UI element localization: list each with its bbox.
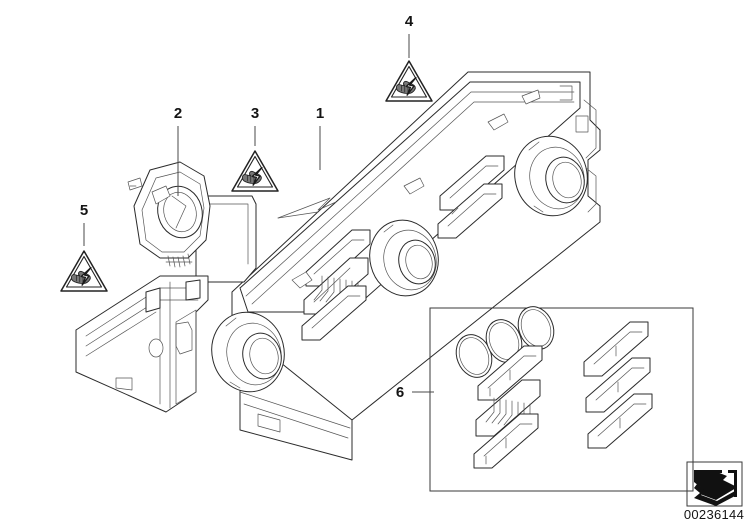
esd-warning-triangle-4 <box>386 61 432 101</box>
callout-numbers: 1 2 3 4 5 6 <box>80 13 414 401</box>
esd-warning-triangle-3 <box>232 151 278 191</box>
esd-warning-triangle-5 <box>61 251 107 291</box>
button-caps-left <box>473 345 543 469</box>
callout-number-2: 2 <box>174 105 182 122</box>
button-cluster-right <box>437 155 505 239</box>
callout-number-1: 1 <box>316 105 324 122</box>
button-cluster-left <box>301 229 371 341</box>
rotary-encoder-module <box>127 161 211 268</box>
callout-number-4: 4 <box>405 13 414 30</box>
3d-arrow-icon <box>694 470 737 506</box>
callout-number-6: 6 <box>396 384 404 401</box>
part-number-label: 00236144 <box>684 507 744 522</box>
knob-cap-set <box>455 306 555 378</box>
rotary-knob-right <box>514 135 588 217</box>
control-panel-assembly <box>75 71 601 461</box>
repair-kit-box <box>429 306 694 492</box>
part-number-block: 00236144 <box>684 461 744 522</box>
callout-number-5: 5 <box>80 202 88 219</box>
button-caps-right <box>583 321 653 449</box>
callout-number-3: 3 <box>251 105 259 122</box>
connector-pins <box>165 253 193 268</box>
callout-leaders <box>83 34 434 393</box>
rotary-knob-left <box>211 311 285 393</box>
rotary-knob-center <box>369 219 439 297</box>
arrow-icon-box <box>686 461 743 507</box>
